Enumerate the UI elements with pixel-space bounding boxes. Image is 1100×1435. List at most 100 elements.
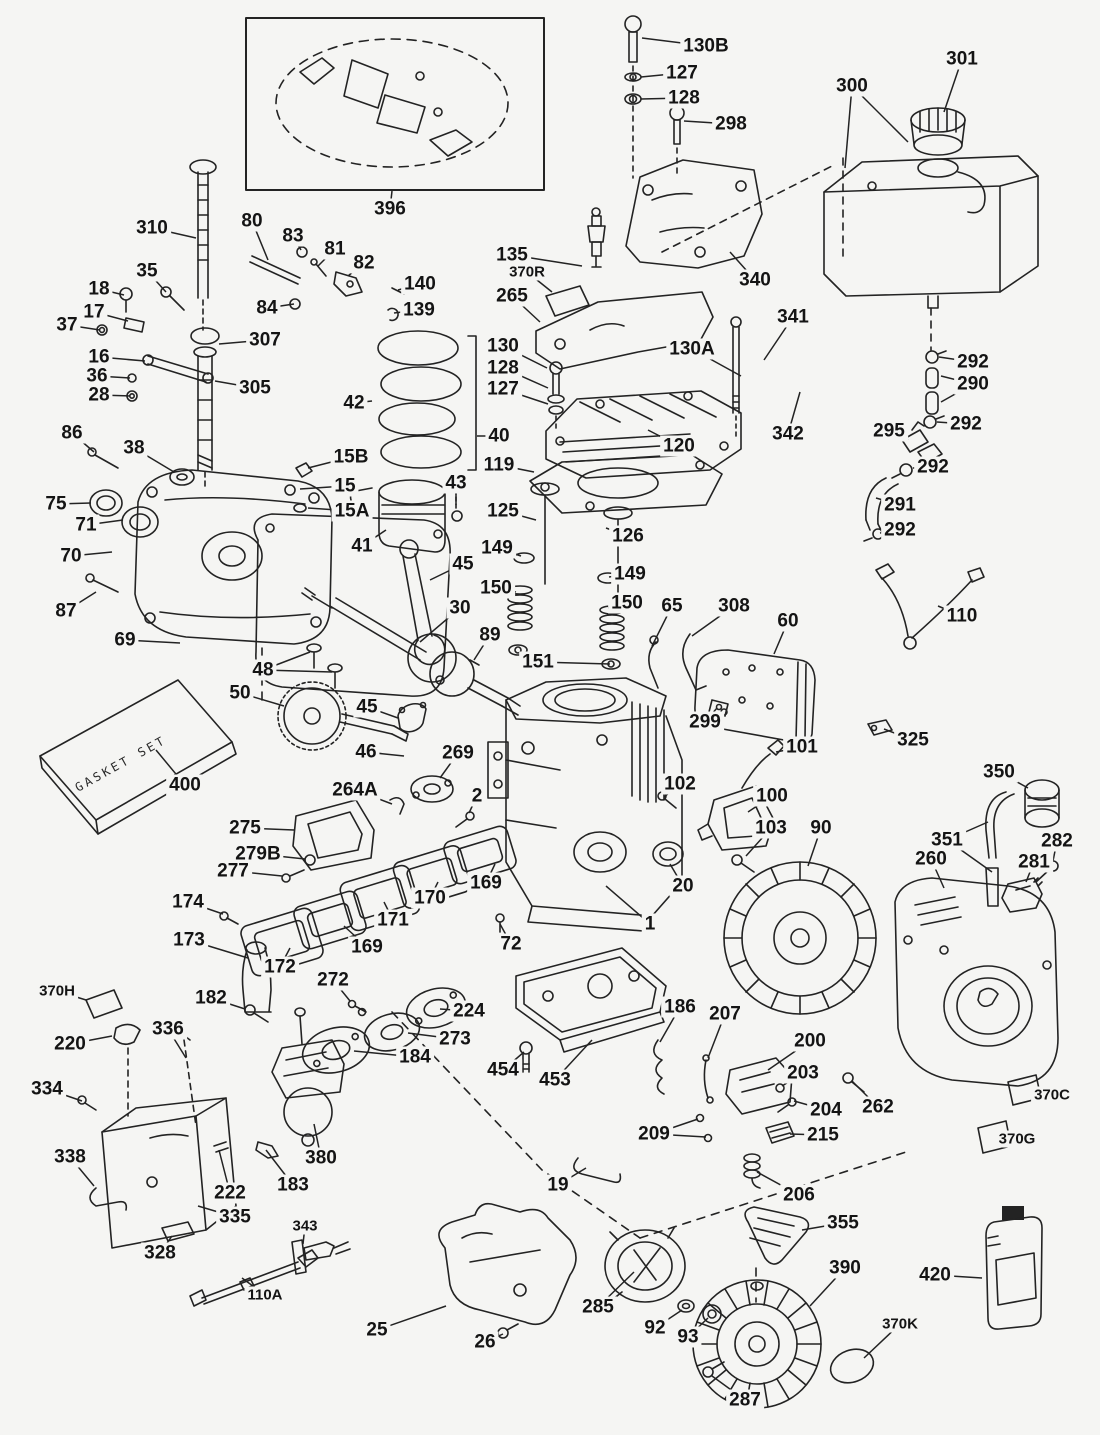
part-label-60: 60 [774,610,802,632]
wire-338 [89,1187,128,1211]
part-label-351: 351 [928,829,966,851]
part-label-26: 26 [471,1331,499,1353]
part-label-75: 75 [42,493,70,515]
part-label-220: 220 [51,1033,89,1055]
part-label-130a: 130A [666,338,718,360]
part-label-120: 120 [660,435,698,457]
part-label-128: 128 [665,87,703,109]
part-label-90: 90 [807,817,835,839]
part-label-282: 282 [1038,830,1076,852]
baffle-plate-25 [438,1202,577,1326]
part-label-172: 172 [261,956,299,978]
piston-rings-42 [377,330,477,471]
clamp-292c [891,463,913,479]
part-label-126: 126 [609,525,647,547]
fuel-pipe-290 [925,367,939,415]
clamp-17 [123,317,145,333]
part-label-184: 184 [396,1046,434,1068]
part-label-285: 285 [579,1296,617,1318]
screws-272 [347,999,367,1017]
intake-valve-125 [530,482,560,585]
part-label-149: 149 [478,537,516,559]
governor-parts-15 [284,462,313,513]
screw-287 [702,1361,725,1378]
lever-82 [333,271,363,297]
part-label-70: 70 [57,545,85,567]
part-label-204: 204 [807,1099,845,1121]
part-label-35: 35 [133,260,161,282]
pin-81 [310,258,327,277]
primer-350 [1024,779,1060,828]
bolt-35 [160,286,185,311]
part-label-171: 171 [374,909,412,931]
part-label-135: 135 [493,244,531,266]
assembly-dash-lines [261,647,907,1303]
flywheel-90 [723,861,877,1015]
leader-line-300 [844,85,853,169]
part-label-139: 139 [400,299,438,321]
part-label-400: 400 [166,774,204,796]
part-label-101: 101 [783,736,821,758]
part-label-308: 308 [715,595,753,617]
part-label-102: 102 [661,773,699,795]
part-label-17: 17 [80,301,108,323]
part-label-174: 174 [169,891,207,913]
clamp-292b [923,415,945,429]
spring-186 [653,1039,665,1095]
part-label-110: 110 [943,605,981,627]
part-label-292: 292 [914,456,952,478]
part-label-2: 2 [468,785,486,807]
part-label-15a: 15A [331,500,373,522]
part-label-275: 275 [226,817,264,839]
part-label-336: 336 [149,1018,187,1040]
part-label-420: 420 [916,1264,954,1286]
key-89 [469,659,480,666]
part-label-305: 305 [236,377,274,399]
bracket-308 [682,633,707,691]
part-label-186: 186 [661,996,699,1018]
starter-cup-285 [604,1227,686,1303]
mounting-bracket-340 [625,159,837,269]
part-label-342: 342 [769,423,807,445]
rod-cap-45 [397,701,427,733]
part-label-45: 45 [449,553,477,575]
screw-72 [495,913,505,933]
breather-38 [169,468,195,486]
terminal-281 [1001,877,1043,913]
part-label-37: 37 [53,314,81,336]
fuel-cap-301 [910,107,966,156]
part-label-370k: 370K [879,1315,921,1333]
part-label-80: 80 [238,210,266,232]
latch-328 [161,1221,195,1242]
part-label-340: 340 [736,269,774,291]
part-label-46: 46 [352,741,380,763]
head-gasket-119 [529,454,723,514]
heater-box-335 [101,1097,237,1249]
part-label-338: 338 [51,1146,89,1168]
part-label-281: 281 [1015,851,1053,873]
part-label-341: 341 [774,306,812,328]
part-label-224: 224 [450,1000,488,1022]
part-label-390: 390 [826,1257,864,1279]
screws-209 [695,1113,713,1143]
screw-174 [219,911,239,925]
bolt-87 [85,573,119,593]
dipstick-310 [189,159,217,331]
fuel-inlet-183 [255,1141,279,1159]
part-label-264a: 264A [329,779,381,801]
part-label-262: 262 [859,1096,897,1118]
part-label-355: 355 [824,1212,862,1234]
part-label-269: 269 [439,742,477,764]
part-label-83: 83 [279,225,307,247]
exhaust-flange-224 [405,987,467,1029]
part-label-260: 260 [912,848,950,870]
part-label-295: 295 [870,420,908,442]
part-label-87: 87 [52,600,80,622]
part-label-15: 15 [331,475,359,497]
part-label-291: 291 [881,494,919,516]
part-label-69: 69 [111,629,139,651]
part-label-50: 50 [226,682,254,704]
gasket-169b [293,890,367,950]
part-label-19: 19 [544,1174,572,1196]
part-label-169: 169 [348,936,386,958]
